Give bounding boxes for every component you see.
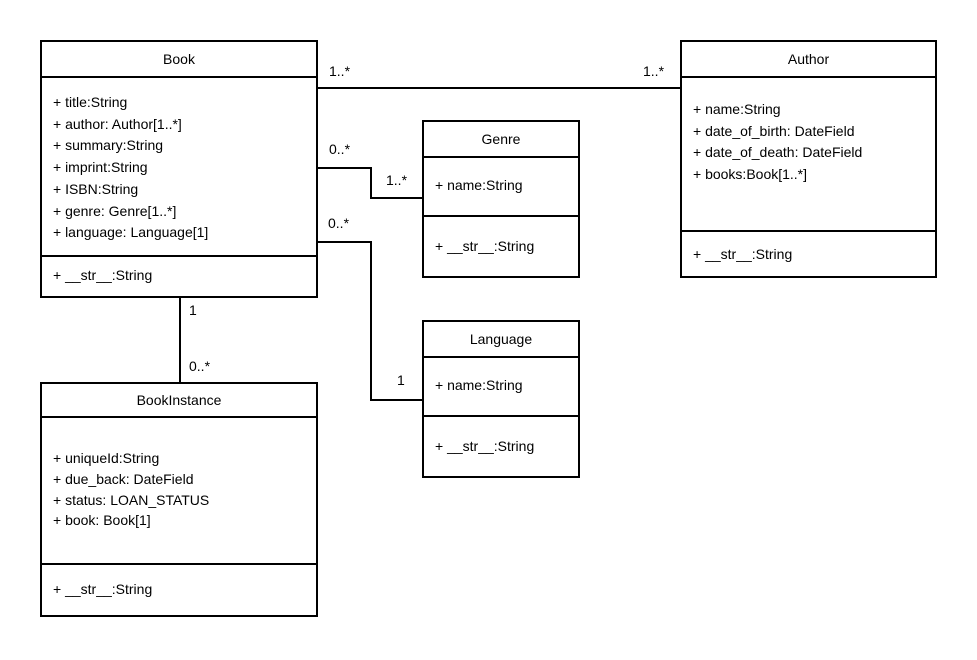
class-attribute: + date_of_death: DateField	[693, 144, 863, 161]
association-book-bookinstance-line	[179, 298, 181, 382]
association-book-language-segment-3	[370, 399, 422, 401]
class-attribute: + name:String	[693, 101, 781, 117]
class-attribute: + name:String	[435, 177, 523, 193]
class-title-language: Language	[424, 322, 578, 358]
class-method: + __str__:String	[435, 238, 535, 254]
association-book-language-segment-1	[318, 241, 372, 243]
class-methods-bookinstance: + __str__:String	[42, 565, 316, 615]
association-book-genre-segment-3	[370, 197, 422, 199]
multiplicity-book-genre-near-genre: 1..*	[385, 172, 409, 188]
class-attributes-language: + name:String	[424, 358, 578, 417]
class-box-author: Author + name:String + date_of_birth: Da…	[680, 40, 937, 278]
class-attribute: + books:Book[1..*]	[693, 166, 808, 183]
class-attribute: + genre: Genre[1..*]	[53, 202, 177, 219]
class-method: + __str__:String	[53, 267, 153, 283]
class-attribute: + title:String	[53, 94, 128, 110]
class-methods-book: + __str__:String	[42, 257, 316, 296]
class-attribute: + summary:String	[53, 137, 164, 154]
multiplicity-book-language-near-book: 0..*	[327, 215, 351, 231]
class-methods-language: + __str__:String	[424, 417, 578, 476]
class-attributes-author: + name:String + date_of_birth: DateField…	[682, 78, 935, 232]
class-attribute: + language: Language[1]	[53, 224, 209, 241]
class-attribute: + book: Book[1]	[53, 512, 151, 529]
class-box-bookinstance: BookInstance + uniqueId:String + due_bac…	[40, 382, 318, 617]
class-attribute: + uniqueId:String	[53, 450, 160, 466]
multiplicity-book-author-near-book: 1..*	[328, 63, 352, 79]
class-attribute: + imprint:String	[53, 159, 148, 176]
class-attribute: + name:String	[435, 377, 523, 393]
association-book-genre-segment-1	[318, 167, 372, 169]
class-attribute: + ISBN:String	[53, 180, 139, 197]
class-box-genre: Genre + name:String + __str__:String	[422, 120, 580, 278]
class-attributes-book: + title:String + author: Author[1..*] + …	[42, 78, 316, 257]
class-box-book: Book + title:String + author: Author[1..…	[40, 40, 318, 298]
class-title-author: Author	[682, 42, 935, 78]
class-title-genre: Genre	[424, 122, 578, 158]
class-methods-genre: + __str__:String	[424, 217, 578, 276]
association-book-author-line	[318, 87, 680, 89]
association-book-genre-segment-2	[370, 167, 372, 199]
class-box-language: Language + name:String + __str__:String	[422, 320, 580, 478]
multiplicity-book-bookinstance-near-bookinstance: 0..*	[188, 358, 212, 374]
multiplicity-book-genre-near-book: 0..*	[328, 141, 352, 157]
class-attributes-genre: + name:String	[424, 158, 578, 217]
class-title-book: Book	[42, 42, 316, 78]
multiplicity-book-language-near-language: 1	[396, 372, 406, 388]
class-attribute: + status: LOAN_STATUS	[53, 491, 210, 508]
class-attribute: + date_of_birth: DateField	[693, 122, 855, 139]
class-method: + __str__:String	[53, 581, 153, 597]
class-attribute: + due_back: DateField	[53, 470, 194, 487]
class-method: + __str__:String	[693, 246, 793, 262]
multiplicity-book-bookinstance-near-book: 1	[188, 302, 198, 318]
class-title-bookinstance: BookInstance	[42, 384, 316, 418]
class-attribute: + author: Author[1..*]	[53, 115, 182, 132]
class-method: + __str__:String	[435, 438, 535, 454]
association-book-language-segment-2	[370, 241, 372, 401]
multiplicity-book-author-near-author: 1..*	[642, 63, 666, 79]
class-attributes-bookinstance: + uniqueId:String + due_back: DateField …	[42, 418, 316, 565]
class-methods-author: + __str__:String	[682, 232, 935, 276]
